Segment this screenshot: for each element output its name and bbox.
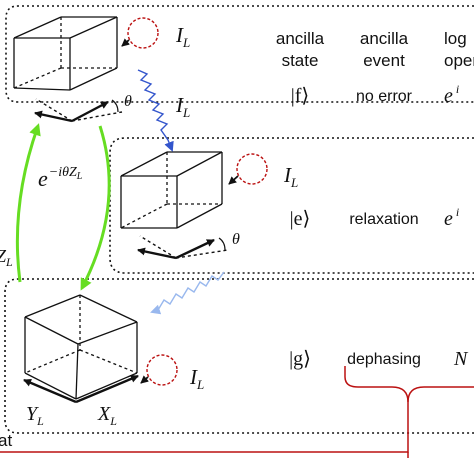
event-dephasing: dephasing [347, 351, 421, 368]
cube-g [24, 294, 138, 400]
identity-label-f-lower: IL [175, 93, 190, 120]
frame-e [109, 137, 474, 274]
event-no-error: no error [356, 88, 413, 105]
header-state-line1: ancilla [276, 29, 325, 48]
rotation-arrow-up [15, 123, 41, 283]
cube-e-axes [137, 235, 229, 260]
identity-loop-f [121, 17, 159, 49]
dephasing-bracket [0, 366, 474, 458]
identity-loop-e [228, 153, 268, 185]
left-z-label: ZL [0, 246, 13, 269]
identity-label-g: IL [189, 365, 204, 392]
state-f: |f⟩ [291, 85, 309, 107]
state-e: |e⟩ [290, 208, 311, 230]
header-state-line2: state [282, 51, 319, 70]
cube-f-axes [34, 98, 123, 123]
frame-f [5, 5, 474, 103]
identity-label-e: IL [283, 163, 298, 190]
cube-e [120, 151, 223, 229]
state-g: |g⟩ [289, 348, 311, 370]
identity-label-f: IL [175, 23, 190, 50]
rotation-label: e−iθZL [38, 165, 83, 191]
dephasing-photon-arrow [150, 271, 225, 315]
relaxation-photon-arrow [137, 69, 174, 152]
cube-f [13, 16, 118, 91]
operator-g: N [453, 348, 469, 370]
rotation-arrow-down [80, 125, 111, 291]
bottom-left-label: at [0, 431, 12, 450]
header-event-line1: ancilla [360, 29, 409, 48]
header-op-line1: log [444, 29, 467, 48]
theta-label-f: θ [124, 93, 132, 110]
header-op-line2: oper [444, 51, 474, 70]
y-axis-label: YL [26, 403, 44, 428]
identity-loop-g [140, 354, 178, 386]
theta-label-e: θ [232, 231, 240, 248]
frame-g [4, 278, 474, 434]
cube-g-axes [23, 374, 139, 404]
event-relaxation: relaxation [349, 211, 418, 228]
x-axis-label: XL [97, 403, 117, 428]
header-event-line2: event [363, 51, 405, 70]
